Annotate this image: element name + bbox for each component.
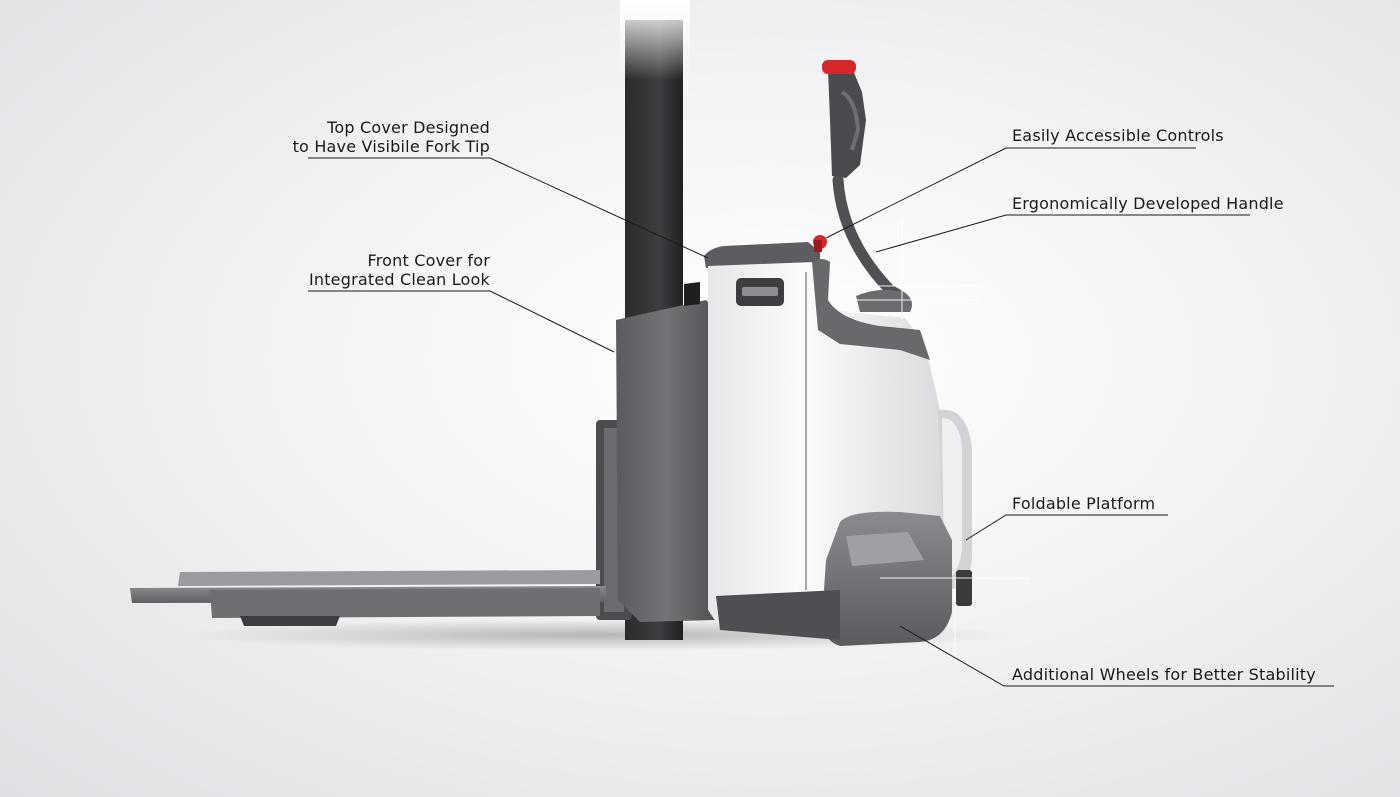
callout-front-cover-line2: Integrated Clean Look <box>308 270 490 289</box>
leader-lines <box>308 147 1334 687</box>
callout-handle: Ergonomically Developed Handle <box>1012 194 1284 213</box>
callout-top-cover: Top Cover Designed to Have Visibile Fork… <box>250 118 490 156</box>
emergency-button <box>813 235 827 252</box>
callout-front-cover-line1: Front Cover for <box>367 251 490 270</box>
callout-top-cover-line2: to Have Visibile Fork Tip <box>292 137 490 156</box>
tiller-handle <box>822 60 912 312</box>
foldable-platform <box>716 511 972 646</box>
callout-controls: Easily Accessible Controls <box>1012 126 1224 145</box>
leader-handle <box>875 214 1250 253</box>
top-cover <box>704 242 820 268</box>
leader-top-cover <box>308 157 709 259</box>
construction-lines <box>840 220 1030 660</box>
front-cover <box>616 282 716 622</box>
callout-front-cover: Front Cover for Integrated Clean Look <box>250 251 490 289</box>
control-panel <box>812 259 930 360</box>
callout-wheels: Additional Wheels for Better Stability <box>1012 665 1316 684</box>
leader-controls <box>825 147 1196 239</box>
callout-top-cover-line1: Top Cover Designed <box>327 118 490 137</box>
callout-platform: Foldable Platform <box>1012 494 1156 513</box>
forks <box>130 570 606 626</box>
leader-platform <box>965 514 1168 541</box>
leader-wheels <box>899 625 1334 687</box>
leader-front-cover <box>308 290 615 353</box>
